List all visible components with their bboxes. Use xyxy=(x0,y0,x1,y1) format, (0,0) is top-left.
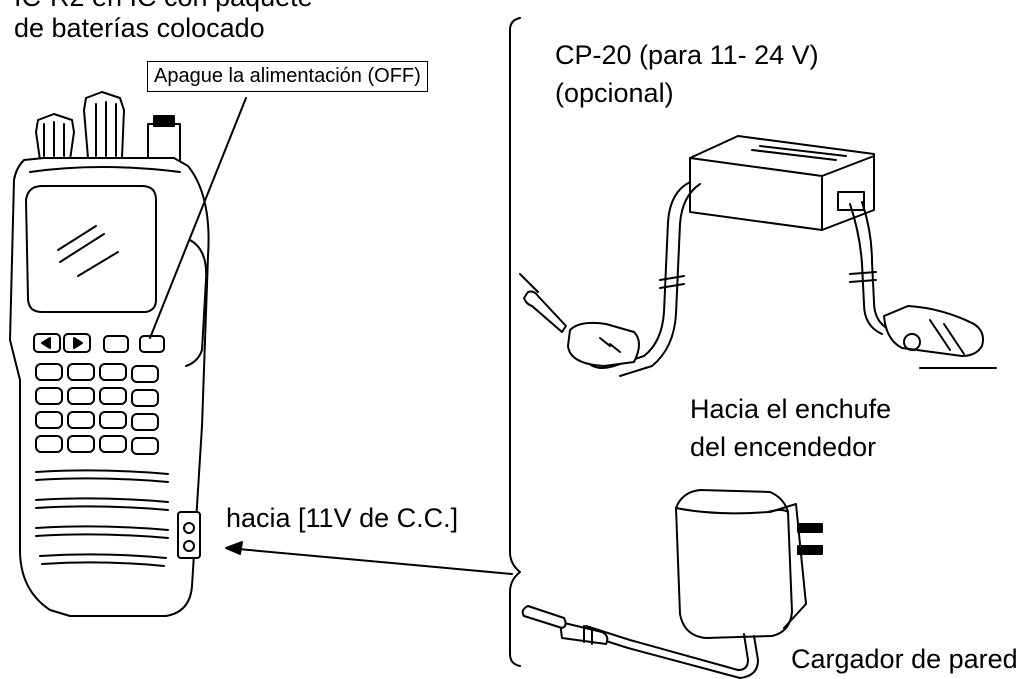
wall-charger-icon xyxy=(521,489,823,679)
dc-input-label: hacia [11V de C.C.] xyxy=(226,503,459,533)
lighter-label-line1: Hacia el enchufe xyxy=(690,394,892,424)
cp20-label-line2: (opcional) xyxy=(555,78,674,108)
radio-title-line1: IC-R2 en IC con paquete xyxy=(14,0,313,13)
radio-title-line2: de baterías colocado xyxy=(14,13,265,43)
wall-charger-label: Cargador de pared xyxy=(791,644,1018,674)
arrow-icon xyxy=(225,541,243,555)
handheld-radio-icon xyxy=(9,91,210,617)
cp20-label-line1: CP-20 (para 11- 24 V) xyxy=(555,40,819,70)
lighter-label-line2: del encendedor xyxy=(690,432,877,462)
cigarette-lighter-adapter-icon xyxy=(519,135,997,377)
power-off-label: Apague la alimentación (OFF) xyxy=(147,61,428,92)
